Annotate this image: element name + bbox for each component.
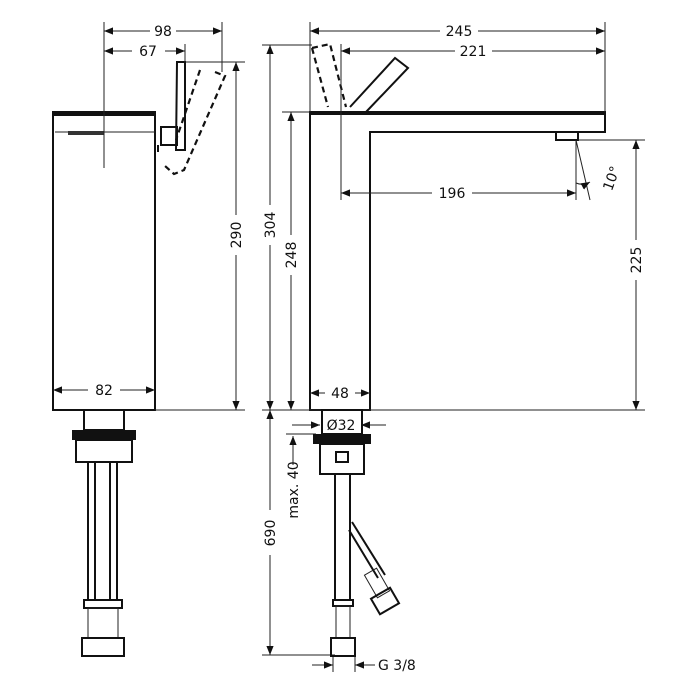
aerator <box>68 131 104 135</box>
side-lever-open-dashed <box>164 70 227 176</box>
dim-245: 245 <box>446 24 473 40</box>
dim-690: 690 <box>263 520 279 547</box>
dim-diameter-32: Ø32 <box>327 418 356 434</box>
front-view: 245 221 304 248 196 10° 225 48 Ø32 max. … <box>262 22 645 674</box>
dim-max-40: max. 40 <box>286 461 302 518</box>
dim-g-3-8: G 3/8 <box>378 658 416 674</box>
dim-196: 196 <box>439 186 466 202</box>
front-body <box>309 111 606 411</box>
dim-225: 225 <box>629 247 645 274</box>
dim-290: 290 <box>229 222 245 249</box>
dim-304: 304 <box>263 212 279 239</box>
dim-82: 82 <box>95 383 113 399</box>
dim-48: 48 <box>331 386 349 402</box>
dim-248: 248 <box>284 242 300 269</box>
front-lever <box>349 56 410 113</box>
dim-67: 67 <box>139 44 157 60</box>
side-lever <box>174 61 186 151</box>
angled-hose <box>348 521 386 579</box>
dim-98: 98 <box>154 24 172 40</box>
outlet <box>555 131 579 141</box>
dim-221: 221 <box>460 44 487 60</box>
side-view: 98 67 290 82 <box>52 22 245 657</box>
dim-angle-10: 10° <box>600 164 624 193</box>
